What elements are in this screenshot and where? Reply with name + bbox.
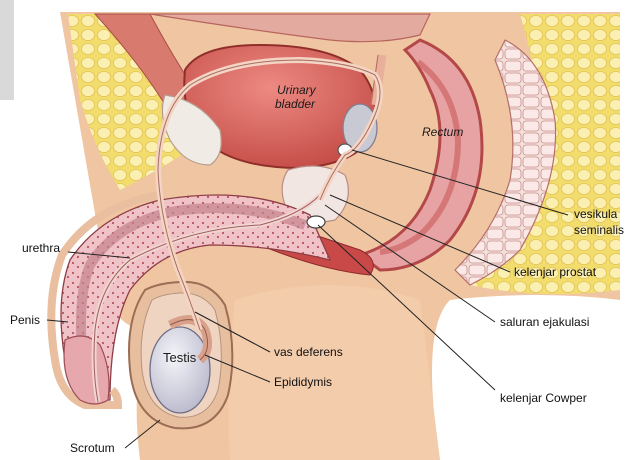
cowper-gland bbox=[307, 216, 325, 228]
label-scrotum: Scrotum bbox=[70, 441, 115, 455]
label-urinary-line1: Urinary bbox=[277, 83, 317, 97]
label-kelenjar-cowper: kelenjar Cowper bbox=[500, 391, 587, 405]
label-urinary-line2: bladder bbox=[275, 97, 316, 111]
thigh bbox=[228, 285, 440, 460]
corner-artifact bbox=[0, 0, 14, 100]
label-urethra: urethra bbox=[22, 241, 60, 255]
label-kelenjar-prostat: kelenjar prostat bbox=[514, 265, 597, 279]
label-vesikula-line2: seminalis bbox=[574, 223, 624, 237]
label-testis: Testis bbox=[163, 350, 197, 365]
label-epididymis: Epididymis bbox=[274, 375, 332, 389]
label-vas-deferens: vas deferens bbox=[274, 345, 343, 359]
label-penis: Penis bbox=[10, 313, 40, 327]
label-vesikula-line1: vesikula bbox=[574, 207, 618, 221]
label-rectum: Rectum bbox=[422, 125, 463, 139]
label-saluran-ejakulasi: saluran ejakulasi bbox=[500, 315, 589, 329]
testis bbox=[150, 327, 210, 413]
